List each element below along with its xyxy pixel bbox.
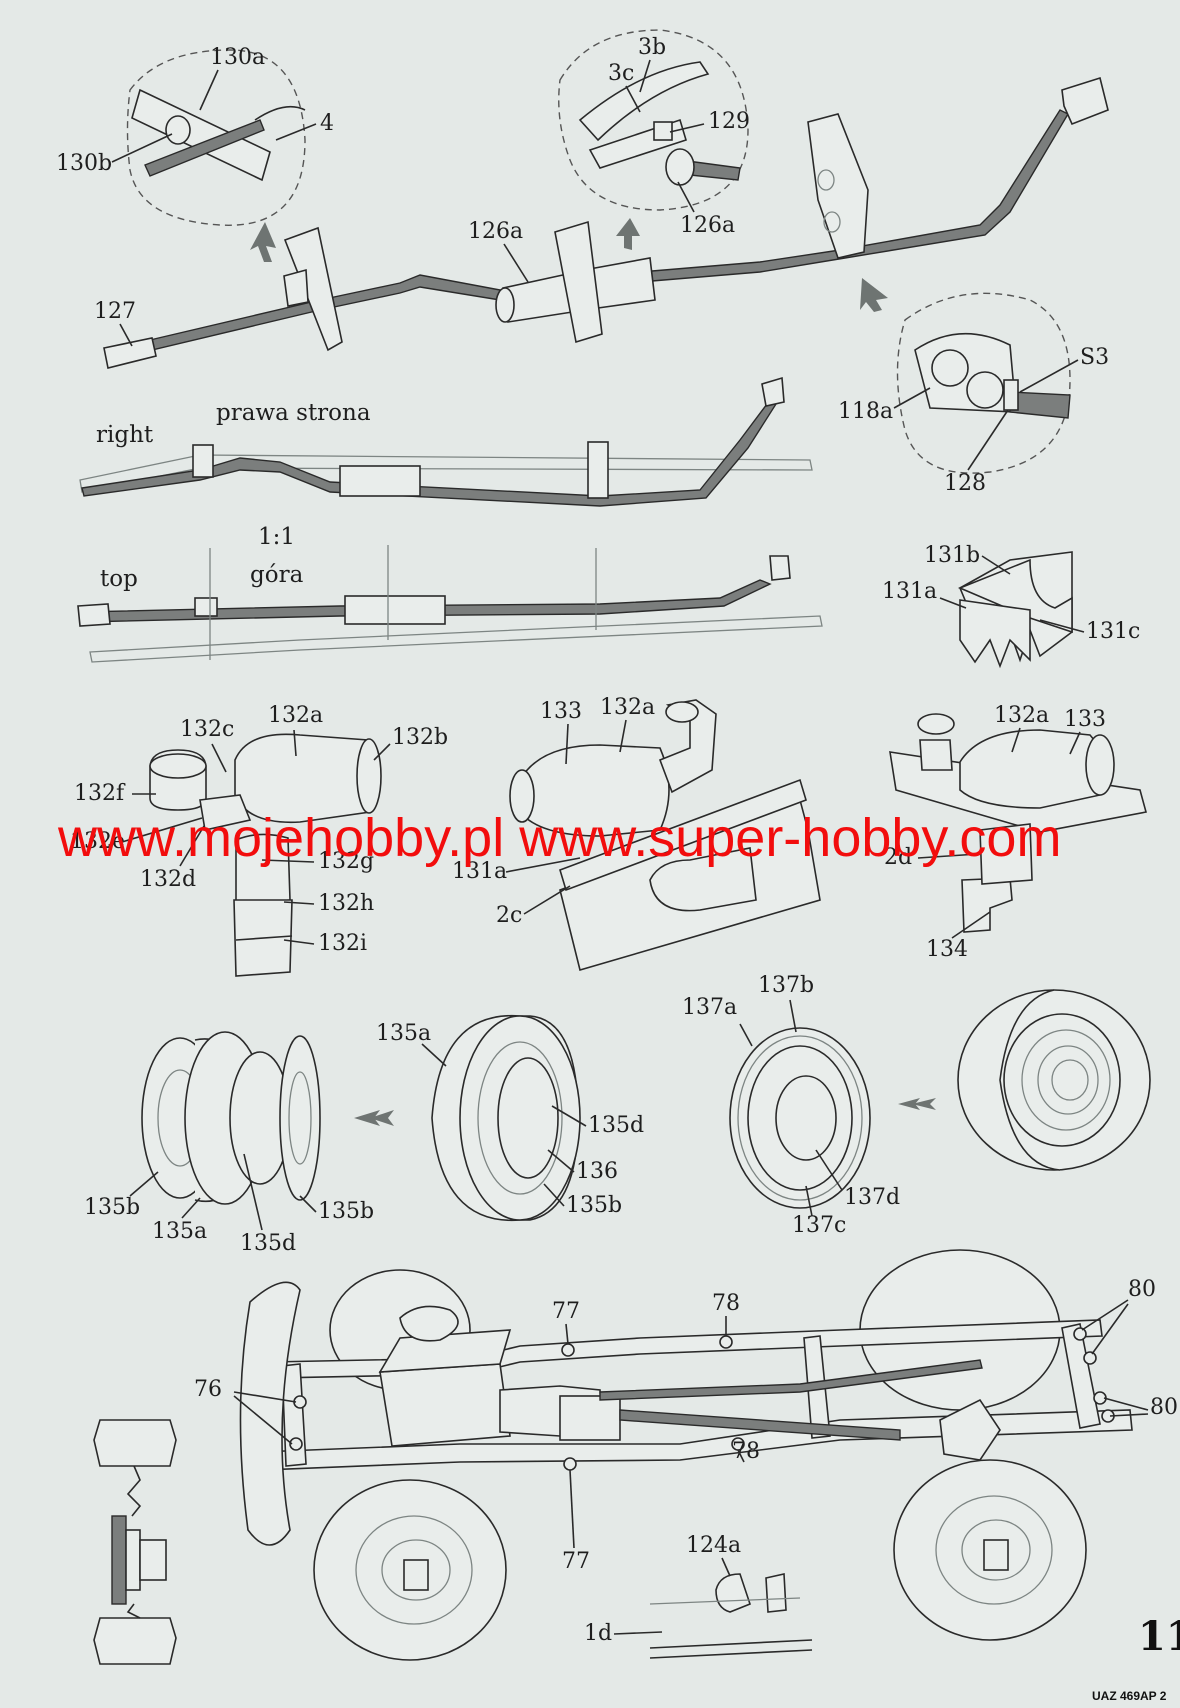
label-129: 129 <box>708 109 750 134</box>
label-131c: 131c <box>1086 619 1140 644</box>
muffler-parts-drawing <box>149 733 382 977</box>
chassis-drawing <box>239 1249 1133 1661</box>
wheel-parts-drawing <box>141 1031 394 1205</box>
label-131a-fit: 131a <box>452 859 507 884</box>
top-label-pl: góra <box>250 562 304 588</box>
label-4: 4 <box>320 111 334 136</box>
label-135d-parts: 135d <box>240 1231 296 1256</box>
label-137d: 137d <box>844 1185 900 1210</box>
label-135b-right: 135b <box>318 1199 374 1224</box>
label-130b: 130b <box>56 151 112 176</box>
wheel-tire-labels: 135a 135d 136 135b <box>376 1021 644 1218</box>
part-131-labels: 131b 131a 131c <box>882 543 1140 644</box>
label-80-right: 80 <box>1150 1395 1178 1420</box>
label-3b: 3b <box>638 35 666 60</box>
wheel-hub-labels: 137a 137b 137d 137c <box>682 973 900 1238</box>
label-134: 134 <box>926 937 968 962</box>
muffler-fit-labels: 133 132a 131a 2c <box>452 695 655 928</box>
view-labels: right prawa strona 1:1 top góra <box>96 400 371 592</box>
wheel-parts-labels: 135b 135a 135d 135b <box>84 1153 374 1256</box>
muffler-fit-drawing <box>509 699 821 972</box>
right-label-pl: prawa strona <box>216 400 371 426</box>
label-132a-mounted: 132a <box>994 703 1049 728</box>
label-135d-tire: 135d <box>588 1113 644 1138</box>
detail-129-labels: 3b 3c 129 126a <box>608 35 750 238</box>
chassis-labels: 77 78 80 76 80 78 77 124a 1d <box>194 1277 1178 1646</box>
label-136: 136 <box>576 1159 618 1184</box>
model-footer: UAZ 469AP 2 <box>1092 1689 1167 1703</box>
detail-130-clip <box>126 49 306 226</box>
right-label: right <box>96 422 154 448</box>
label-130a: 130a <box>210 45 265 70</box>
label-124a: 124a <box>686 1533 741 1558</box>
label-131a: 131a <box>882 579 937 604</box>
label-126a: 126a <box>468 219 523 244</box>
detail-130-labels: 130a 130b 4 <box>56 45 334 176</box>
label-76: 76 <box>194 1377 222 1402</box>
wheel-tire-drawing <box>431 1014 581 1222</box>
label-132c: 132c <box>180 717 234 742</box>
label-137c: 137c <box>792 1213 846 1238</box>
label-135a-parts: 135a <box>152 1219 207 1244</box>
page-number: 11 <box>1138 1613 1180 1660</box>
leaf-spring-detail <box>93 1419 177 1665</box>
label-78-top: 78 <box>712 1291 740 1316</box>
label-78-bottom: 78 <box>732 1439 760 1464</box>
label-135b-tire: 135b <box>566 1193 622 1218</box>
right-side-view <box>79 376 813 507</box>
label-132i: 132i <box>318 931 367 956</box>
label-126a-detail: 126a <box>680 213 735 238</box>
label-132d: 132d <box>140 867 196 892</box>
label-128: 128 <box>944 471 986 496</box>
detail-118a-labels: S3 118a 128 <box>838 345 1109 496</box>
muffler-mounted-drawing <box>889 713 1147 933</box>
scale-label: 1:1 <box>258 524 295 550</box>
label-S3: S3 <box>1080 345 1109 370</box>
main-exhaust-labels: 126a 127 <box>94 219 529 347</box>
exhaust-pipe-assembly <box>103 76 1109 369</box>
label-133: 133 <box>540 699 582 724</box>
wheel-mounted-drawing <box>957 989 1151 1171</box>
top-view <box>77 545 823 663</box>
label-77-bottom: 77 <box>562 1549 590 1574</box>
detail-118a-hanger <box>896 292 1071 474</box>
label-3c: 3c <box>608 61 634 86</box>
label-132b: 132b <box>392 725 448 750</box>
label-131b: 131b <box>924 543 980 568</box>
label-77-top: 77 <box>552 1299 580 1324</box>
label-80-top: 80 <box>1128 1277 1156 1302</box>
label-135a-tire: 135a <box>376 1021 431 1046</box>
top-label: top <box>100 566 138 592</box>
label-2d: 2d <box>884 845 912 870</box>
label-1d: 1d <box>584 1621 612 1646</box>
label-118a: 118a <box>838 399 893 424</box>
label-137b: 137b <box>758 973 814 998</box>
label-135b-left: 135b <box>84 1195 140 1220</box>
label-127: 127 <box>94 299 136 324</box>
label-137a: 137a <box>682 995 737 1020</box>
label-132a-fit: 132a <box>600 695 655 720</box>
label-133-mounted: 133 <box>1064 707 1106 732</box>
fuel-tank-detail <box>649 1573 813 1659</box>
label-132a: 132a <box>268 703 323 728</box>
label-132f: 132f <box>74 781 126 806</box>
muffler-parts-labels: 132c 132a 132b 132f 132e 132d 132g 132h … <box>70 703 448 956</box>
wheel-hub-drawing <box>729 1027 936 1209</box>
label-132h: 132h <box>318 891 374 916</box>
part-131-bracket <box>957 551 1073 669</box>
label-132g: 132g <box>318 849 374 874</box>
label-2c: 2c <box>496 903 522 928</box>
label-132e: 132e <box>70 829 125 854</box>
watermark-text: www.mojehobby.pl www.super-hobby.com <box>57 808 1061 868</box>
muffler-mounted-labels: 132a 133 2d 134 <box>884 703 1106 962</box>
detail-129-bracket <box>558 29 749 211</box>
